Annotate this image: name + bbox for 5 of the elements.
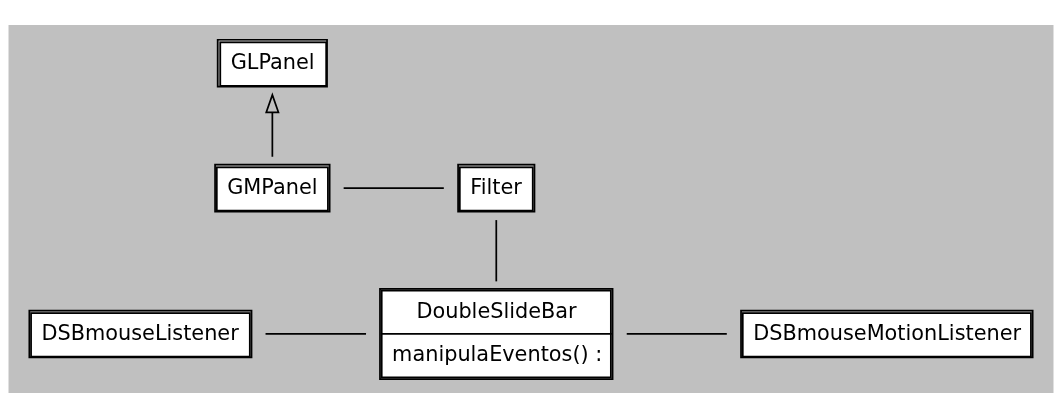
connector — [264, 333, 367, 335]
arrow — [265, 92, 280, 158]
connector — [342, 187, 445, 190]
connector — [625, 333, 728, 335]
connector — [495, 219, 498, 283]
